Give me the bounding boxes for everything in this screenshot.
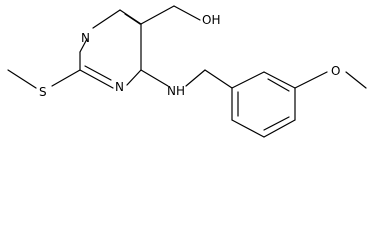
molecule-diagram: N N S OH NH O (7, 5, 367, 138)
bond-o-ch3 (345, 71, 367, 89)
bond-b5-b6 (231, 119, 265, 138)
bond-c4-n1 (126, 69, 142, 86)
atom-n-top: N (81, 31, 90, 45)
atom-n-bottom: N (115, 80, 124, 94)
bond-ch2-o (173, 5, 201, 21)
molecule-svg: N N S OH NH O (7, 5, 367, 138)
bond-nh-ch2 (185, 69, 206, 87)
bond-b2-b3-double (267, 78, 290, 92)
bond-c6-c5-double (124, 13, 141, 25)
bond-n3-c6 (92, 9, 121, 29)
benzylamine-linker (140, 69, 233, 89)
atom-o-methoxy: O (331, 64, 340, 78)
atom-oh: OH (202, 13, 220, 27)
methoxy-group (294, 71, 367, 89)
bond-b4-b5 (263, 119, 296, 138)
benzene-ring (231, 71, 296, 138)
bond-c2-s (51, 69, 81, 87)
bond-c5-ch2 (140, 5, 175, 25)
atom-s: S (39, 85, 47, 99)
bond-s-ch3 (7, 69, 37, 89)
bond-b1-b2 (231, 71, 265, 89)
bond-n1-c2-double (84, 65, 112, 81)
bond-b2-b3 (263, 71, 296, 89)
bond-b3-o (294, 71, 328, 89)
bond-c2-n3-top (79, 38, 88, 53)
atom-nh: NH (167, 84, 185, 98)
methylthio-group (7, 69, 81, 89)
hydroxymethyl-group (140, 5, 201, 25)
bond-b4-b5-double (263, 116, 290, 131)
bond-c4-nh (140, 69, 169, 87)
bond-ch2-ring (204, 69, 233, 89)
pyrimidine-ring (79, 9, 142, 89)
bond-n1-c2 (79, 69, 114, 89)
